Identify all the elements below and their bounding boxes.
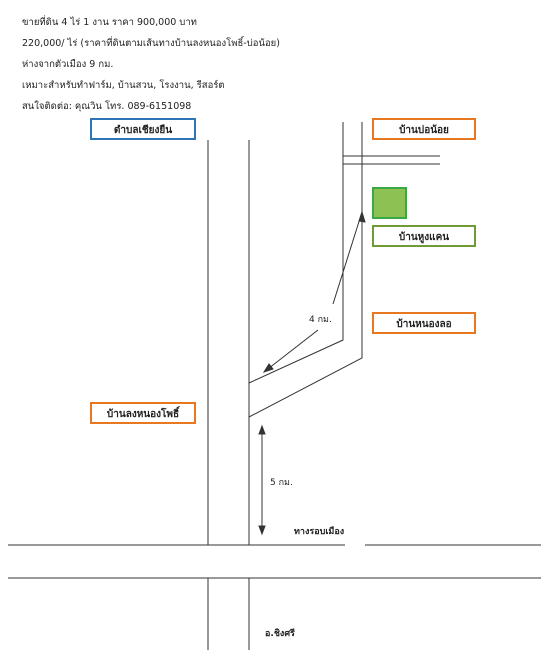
arrow-4km-lower: [263, 329, 319, 373]
label-hung-khen: บ้านหูงแคน: [372, 225, 476, 247]
price-line: ขายที่ดิน 4 ไร่ 1 งาน ราคา 900,000 บาท: [22, 17, 197, 28]
arrow-4km-lower-head: [262, 363, 274, 373]
district-label: อ.ชิงศรี: [265, 629, 295, 639]
arrow-5km-top-head: [258, 424, 266, 435]
label-chiang-yuen: ตำบลเชียงยืน: [90, 118, 196, 140]
branch-road-lower-edge: [248, 122, 363, 418]
land-plot-marker: [372, 187, 407, 219]
arrow-4km-upper: [332, 211, 363, 305]
distance-line: ห่างจากตัวเมือง 9 กม.: [22, 59, 114, 70]
branch-road-upper-edge: [248, 122, 344, 384]
distance-5km-label: 5 กม.: [270, 478, 293, 488]
price-per-rai-line: 220,000/ ไร่ (ราคาที่ดินตามเส้นทางบ้านลง…: [22, 38, 280, 49]
bypass-road-label: ทางรอบเมือง: [294, 527, 345, 537]
arrow-4km-upper-head: [358, 210, 366, 223]
label-long-nong-pho: บ้านลงหนองโพธิ์: [90, 402, 196, 424]
label-bo-noi: บ้านบ่อน้อย: [372, 118, 476, 140]
distance-4km-label: 4 กม.: [309, 315, 332, 325]
arrow-5km-bottom-head: [258, 525, 266, 536]
listing-info: ขายที่ดิน 4 ไร่ 1 งาน ราคา 900,000 บาท 2…: [22, 12, 280, 117]
suitability-line: เหมาะสำหรับทำฟาร์ม, บ้านสวน, โรงงาน, รีส…: [22, 80, 225, 91]
contact-line: สนใจติดต่อ: คุณวิน โทร. 089-6151098: [22, 101, 192, 112]
label-nong-lao: บ้านหนองลอ: [372, 312, 476, 334]
